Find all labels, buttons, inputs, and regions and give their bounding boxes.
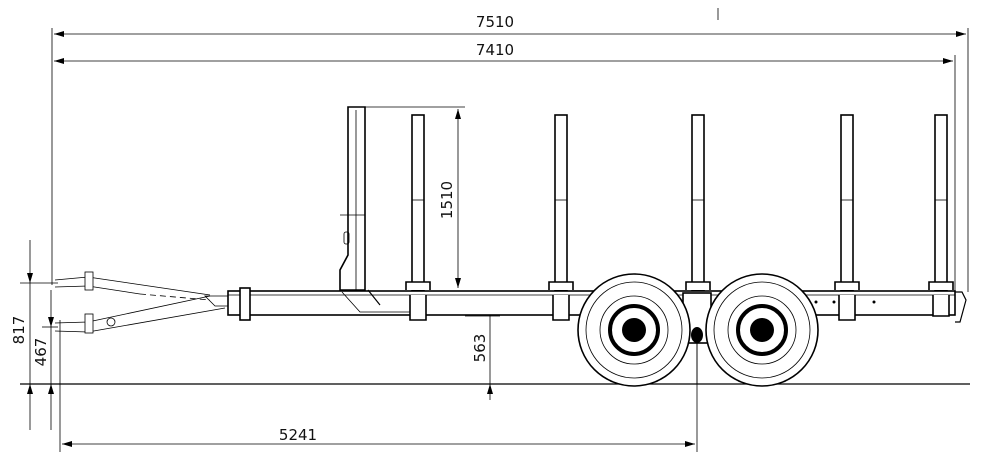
headboard bbox=[339, 106, 366, 291]
stakes bbox=[405, 114, 954, 321]
stake-4 bbox=[834, 114, 860, 321]
dimension-hitch-to-axle: 5241 bbox=[62, 426, 695, 447]
dim-label-5241: 5241 bbox=[279, 426, 317, 444]
stake-2 bbox=[548, 114, 574, 321]
dimension-hitch-lower: 467 bbox=[32, 290, 54, 430]
dim-label-563: 563 bbox=[471, 334, 489, 363]
dim-label-7410: 7410 bbox=[476, 41, 514, 59]
drawbar bbox=[54, 271, 233, 334]
dimension-body-length: 7410 bbox=[54, 41, 953, 64]
dimension-stake-height: 1510 bbox=[438, 109, 461, 288]
dimension-overall-length: 7510 bbox=[54, 13, 966, 37]
extension-lines bbox=[20, 8, 969, 452]
stake-5 bbox=[928, 114, 954, 317]
dim-label-817: 817 bbox=[10, 316, 28, 345]
wheel-front bbox=[577, 273, 691, 387]
dim-label-1510: 1510 bbox=[438, 181, 456, 219]
wheel-rear bbox=[705, 273, 819, 387]
dimension-hitch-upper: 817 bbox=[10, 240, 33, 430]
stake-1 bbox=[405, 114, 431, 321]
stake-3 bbox=[685, 114, 711, 291]
dim-label-7510: 7510 bbox=[476, 13, 514, 31]
dim-label-467: 467 bbox=[32, 338, 50, 367]
